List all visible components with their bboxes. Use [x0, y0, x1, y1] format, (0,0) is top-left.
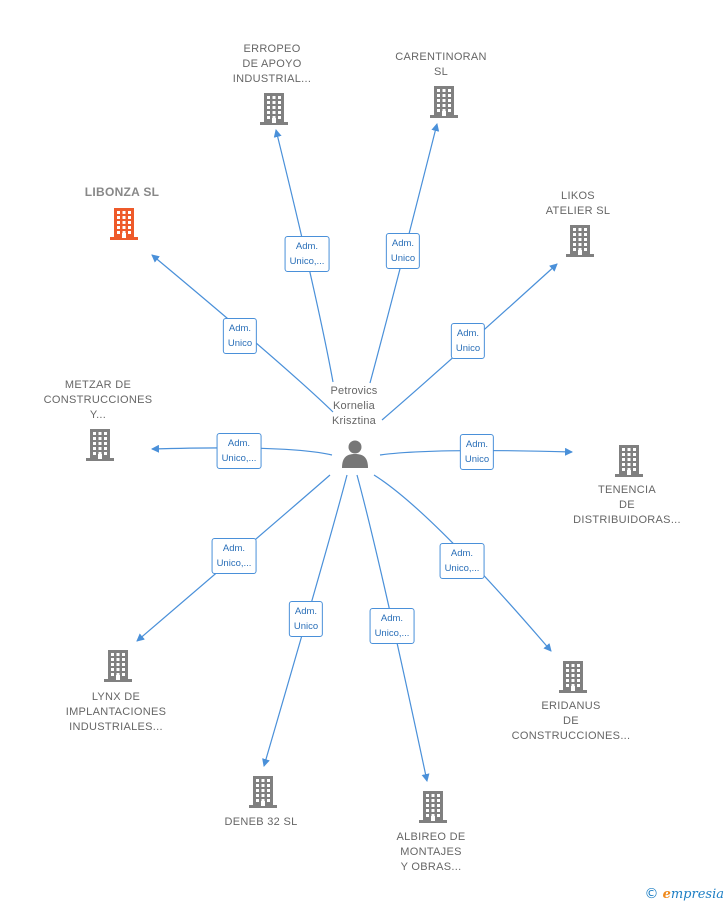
brand-name: mpresia — [670, 887, 724, 902]
role-badge-eridanus[interactable]: Adm. Unico,... — [439, 543, 485, 579]
edge-lynx — [136, 474, 331, 642]
role-badge-likos[interactable]: Adm. Unico — [450, 323, 486, 359]
edge-deneb — [262, 474, 348, 767]
role-badge-tenencia[interactable]: Adm. Unico — [459, 434, 495, 470]
building-icon[interactable] — [248, 775, 278, 814]
building-icon[interactable] — [565, 224, 595, 263]
edge-metzar — [151, 444, 333, 456]
building-icon[interactable] — [418, 790, 448, 829]
role-badge-albireo[interactable]: Adm. Unico,... — [369, 608, 415, 644]
company-name-metzar[interactable]: METZAR DE CONSTRUCCIONES Y... — [43, 379, 153, 421]
edge-carentinoran — [369, 123, 440, 384]
footer-brand: © empresia — [644, 886, 724, 902]
company-name-carentinoran[interactable]: CARENTINORAN SL — [395, 51, 487, 78]
building-icon[interactable] — [558, 660, 588, 699]
role-badge-libonza[interactable]: Adm. Unico — [222, 318, 258, 354]
role-badge-metzar[interactable]: Adm. Unico,... — [216, 433, 262, 469]
brand-e: e — [662, 887, 671, 902]
person-icon[interactable] — [340, 438, 370, 473]
role-badge-deneb[interactable]: Adm. Unico — [288, 601, 324, 637]
edge-tenencia — [379, 447, 573, 456]
role-badge-lynx[interactable]: Adm. Unico,... — [211, 538, 257, 574]
edge-libonza — [151, 254, 334, 413]
company-name-lynx[interactable]: LYNX DE IMPLANTACIONES INDUSTRIALES... — [65, 691, 167, 733]
copyright-symbol: © — [644, 886, 659, 902]
company-name-deneb[interactable]: DENEB 32 SL — [224, 816, 298, 828]
building-icon[interactable] — [429, 85, 459, 124]
center-person-name[interactable]: Petrovics Kornelia Krisztina — [330, 385, 378, 427]
edge-erropeo — [273, 129, 334, 383]
edge-eridanus — [373, 474, 552, 652]
company-name-libonza[interactable]: LIBONZA SL — [84, 185, 160, 199]
company-name-eridanus[interactable]: ERIDANUS DE CONSTRUCCIONES... — [511, 700, 631, 742]
building-icon[interactable] — [85, 428, 115, 467]
company-name-erropeo[interactable]: ERROPEO DE APOYO INDUSTRIAL... — [232, 43, 312, 85]
building-icon[interactable] — [614, 444, 644, 483]
role-badge-carentinoran[interactable]: Adm. Unico — [385, 233, 421, 269]
role-badge-erropeo[interactable]: Adm. Unico,... — [284, 236, 330, 272]
company-name-likos[interactable]: LIKOS ATELIER SL — [545, 190, 611, 217]
company-name-albireo[interactable]: ALBIREO DE MONTAJES Y OBRAS... — [396, 831, 466, 873]
building-icon[interactable] — [259, 92, 289, 131]
edge-albireo — [356, 474, 430, 782]
building-icon[interactable] — [109, 207, 139, 246]
building-icon[interactable] — [103, 649, 133, 688]
company-name-tenencia[interactable]: TENENCIA DE DISTRIBUIDORAS... — [573, 484, 681, 526]
